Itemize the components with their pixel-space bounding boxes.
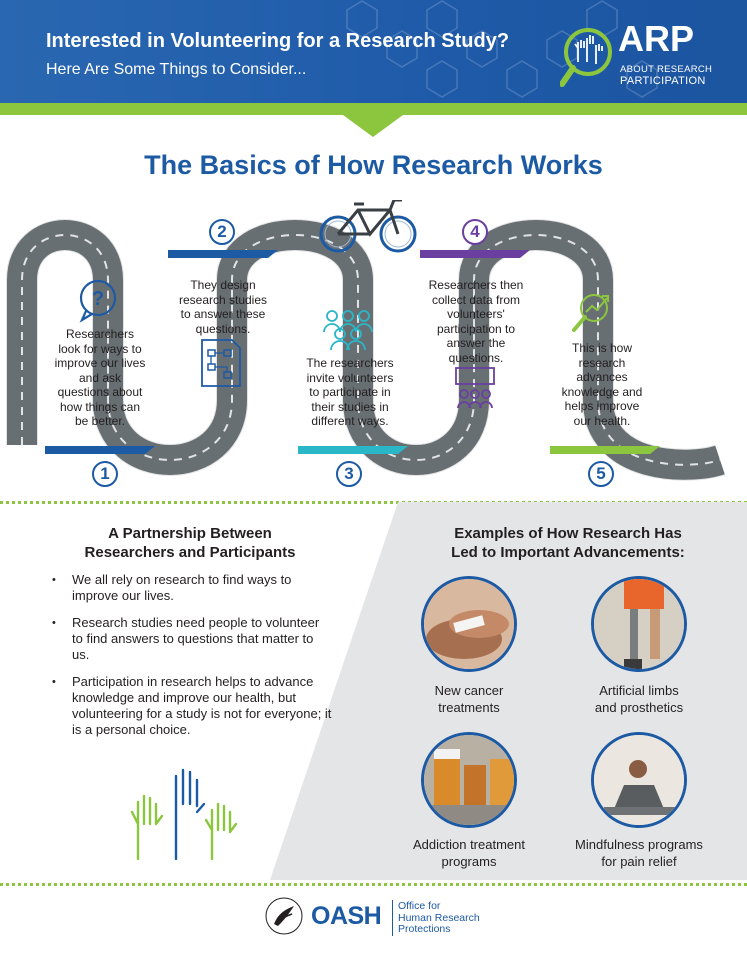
- bicycle-icon: [319, 200, 417, 253]
- arp-logo-subtitle-1: ABOUT RESEARCH: [620, 64, 713, 75]
- step3-banner: [298, 446, 408, 454]
- list-item: We all rely on research to find ways to …: [52, 572, 332, 604]
- header-banner: Interested in Volunteering for a Researc…: [0, 0, 747, 103]
- oash-logo-text: OASH: [311, 902, 382, 930]
- partnership-bullets: We all rely on research to find ways to …: [52, 572, 332, 749]
- step5-text: This is how research advances knowledge …: [561, 341, 643, 428]
- example-label-addiction: Addiction treatment programs: [412, 837, 525, 869]
- step5-banner: [550, 446, 660, 454]
- example-label-prosthetics: Artificial limbs and prosthetics: [594, 683, 684, 715]
- step4-number: 4: [462, 219, 488, 245]
- dotted-divider-bottom: [0, 883, 747, 886]
- step5-number: 5: [588, 461, 614, 487]
- hexagon-pattern: [346, 0, 658, 98]
- presentation-audience-icon: [455, 367, 495, 409]
- arp-logo-subtitle-2: PARTICIPATION: [620, 75, 706, 87]
- example-label-mindfulness: Mindfulness programs for pain relief: [575, 837, 703, 869]
- examples-title: Examples of How Research Has Led to Impo…: [451, 525, 685, 561]
- road-path: [7, 220, 725, 480]
- list-item: Participation in research helps to advan…: [52, 674, 332, 738]
- step1-number: 1: [92, 461, 118, 487]
- cancer-treatment-photo: [421, 576, 517, 672]
- step3-number: 3: [336, 461, 362, 487]
- step4-text: Researchers then collect data from volun…: [428, 278, 524, 365]
- group-people-icon: [323, 310, 373, 351]
- svg-text:?: ?: [92, 288, 104, 310]
- footer-divider: [392, 900, 393, 936]
- step1-banner: [45, 446, 155, 454]
- step2-text: They design research studies to answer t…: [178, 278, 268, 336]
- header-subtitle: Here Are Some Things to Consider...: [46, 61, 307, 78]
- green-down-arrow: [343, 115, 403, 137]
- step3-text: The researchers invite volunteers to par…: [306, 356, 394, 428]
- raised-hands-icon: [130, 768, 238, 861]
- flowchart-document-icon: [201, 339, 241, 387]
- addiction-treatment-photo: [421, 732, 517, 828]
- partnership-title: A Partnership Between Researchers and Pa…: [84, 525, 296, 561]
- step4-banner: [420, 250, 530, 258]
- arp-logo-text: ARP: [618, 18, 695, 59]
- question-bubble-icon: ?: [79, 279, 117, 323]
- ohrp-text: Office for Human Research Protections: [398, 900, 480, 935]
- hhs-seal-icon: [265, 897, 303, 935]
- step2-banner: [168, 250, 278, 258]
- main-title: The Basics of How Research Works: [144, 150, 603, 180]
- prosthetics-photo: [591, 576, 687, 672]
- winding-road: ?: [5, 200, 726, 481]
- dotted-divider-top: [0, 501, 747, 504]
- arp-magnifier-hands-icon: [560, 28, 612, 87]
- example-label-cancer: New cancer treatments: [434, 683, 504, 715]
- green-divider-bar: [0, 103, 747, 115]
- step2-number: 2: [209, 219, 235, 245]
- step1-text: Researchers look for ways to improve our…: [54, 327, 146, 428]
- list-item: Research studies need people to voluntee…: [52, 615, 332, 663]
- header-title: Interested in Volunteering for a Researc…: [46, 30, 510, 52]
- magnifier-chart-icon: [572, 294, 609, 332]
- mindfulness-photo: [591, 732, 687, 828]
